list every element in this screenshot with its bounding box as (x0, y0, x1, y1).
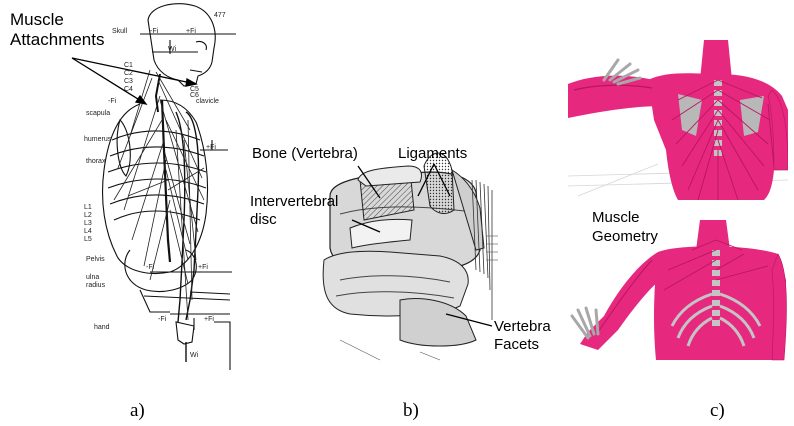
vertebra-drawing (240, 0, 560, 370)
anatomy-label-c4: C4 (124, 86, 133, 93)
anatomy-label-radius: radius (86, 282, 105, 289)
label-muscle-attachments-line2: Attachments (10, 30, 105, 50)
caption-b: b) (403, 400, 419, 422)
anatomy-label-force-hand-pos: +Fi (204, 316, 214, 323)
label-intervertebral-disc-line1: Intervertebral (250, 193, 338, 211)
anatomy-label-weight: Wi (168, 46, 176, 53)
panel-a-skeleton-diagram: Muscle Attachments Skull -Fi +Fi Wi C1 C… (0, 0, 240, 370)
label-bone-vertebra: Bone (Vertebra) (252, 145, 358, 162)
label-muscle-attachments-line1: Muscle (10, 10, 105, 30)
anatomy-label-c3: C3 (124, 78, 133, 85)
panel-c-muscle-model: Muscle Geometry (568, 40, 788, 370)
anatomy-label-force-pos: +Fi (186, 28, 196, 35)
anatomy-label-thorax: thorax (86, 158, 105, 165)
muscle-model-render (568, 40, 788, 370)
anatomy-label-force-shoulder: -Fi (108, 98, 116, 105)
label-intervertebral-disc-line2: disc (250, 211, 338, 229)
label-intervertebral-disc: Intervertebral disc (250, 193, 338, 229)
skeleton-drawing (0, 0, 240, 370)
page-number: 477 (214, 12, 226, 19)
caption-a: a) (130, 400, 145, 422)
panel-b-vertebra-diagram: Bone (Vertebra) Ligaments Intervertebral… (240, 0, 560, 370)
label-muscle-geometry: Muscle Geometry (592, 208, 658, 246)
anatomy-label-force-pelvis-pos: +Fi (198, 264, 208, 271)
anatomy-label-scapula: scapula (86, 110, 110, 117)
anatomy-label-ulna: ulna (86, 274, 99, 281)
anatomy-label-skull: Skull (112, 28, 127, 35)
anatomy-label-hand: hand (94, 324, 110, 331)
label-muscle-attachments: Muscle Attachments (10, 10, 105, 50)
anatomy-label-humerus: humerus (84, 136, 111, 143)
label-muscle-geometry-line2: Geometry (592, 227, 658, 246)
anatomy-label-l4: L4 (84, 228, 92, 235)
caption-c: c) (710, 400, 725, 422)
anatomy-label-c1: C1 (124, 62, 133, 69)
label-vertebra-facets-line1: Vertebra (494, 318, 551, 336)
label-vertebra-facets-line2: Facets (494, 336, 551, 354)
label-ligaments: Ligaments (398, 145, 467, 162)
anatomy-label-pelvis: Pelvis (86, 256, 105, 263)
anatomy-label-force-neg: -Fi (150, 28, 158, 35)
anatomy-label-force-arm: +Fi (206, 144, 216, 151)
muscle-model-top (568, 40, 788, 200)
anatomy-label-weight-hand: Wi (190, 352, 198, 359)
anatomy-label-l5: L5 (84, 236, 92, 243)
anatomy-label-clavicle: clavicle (196, 98, 219, 105)
anatomy-label-force-hand-neg: -Fi (158, 316, 166, 323)
anatomy-label-l3: L3 (84, 220, 92, 227)
anatomy-label-l2: L2 (84, 212, 92, 219)
anatomy-label-force-pelvis-neg: -Fi (146, 264, 154, 271)
anatomy-label-l1: L1 (84, 204, 92, 211)
label-vertebra-facets: Vertebra Facets (494, 318, 551, 354)
anatomy-label-c2: C2 (124, 70, 133, 77)
label-muscle-geometry-line1: Muscle (592, 208, 658, 227)
